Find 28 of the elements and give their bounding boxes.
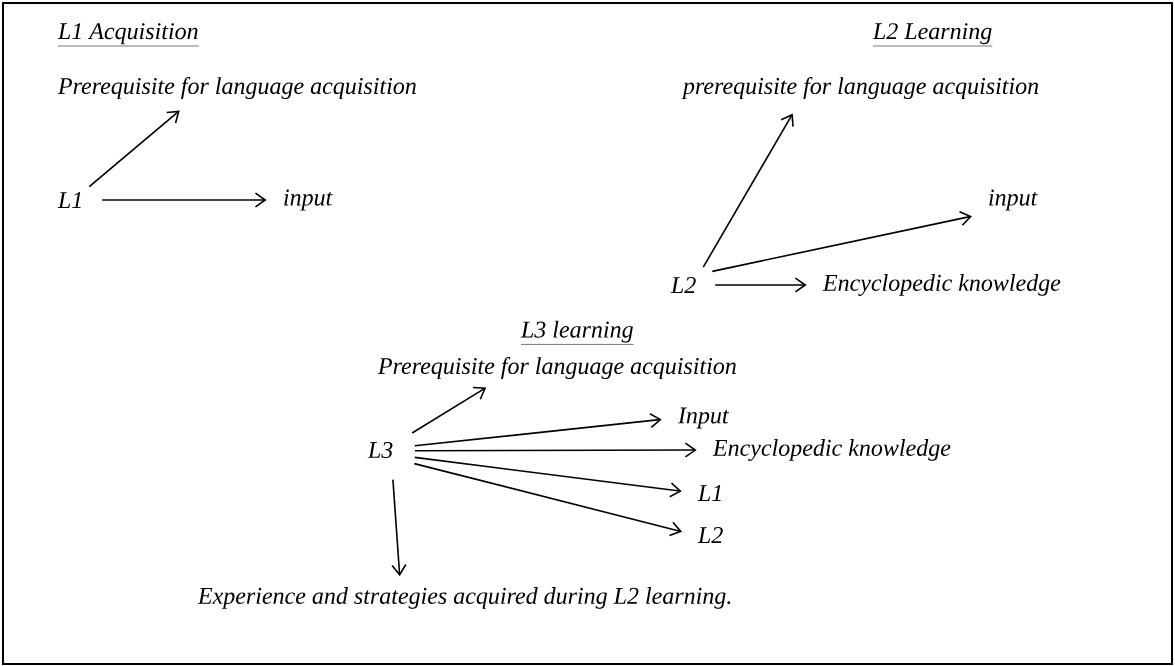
- node-text: input: [284, 189, 333, 211]
- node-text: Experience and strategies acquired during L2 learning.: [197, 587, 731, 609]
- arrow: [88, 110, 180, 188]
- arrow: [714, 277, 807, 293]
- node-text: Input: [677, 407, 730, 429]
- node-text: L2: [697, 527, 723, 543]
- arrow: [391, 478, 407, 577]
- heading: L1 Acquisition: [57, 23, 199, 47]
- arrow: [413, 456, 682, 498]
- node-text: L1: [57, 192, 81, 208]
- node-text: L3: [367, 441, 393, 459]
- arrow: [711, 211, 972, 273]
- node-text: L1: [697, 485, 721, 501]
- arrow: [702, 113, 794, 268]
- node-text: Encyclopedic knowledge: [712, 439, 951, 461]
- node-text: input: [989, 189, 1038, 211]
- node-text: Prerequisite for language acquisition: [57, 77, 416, 99]
- node-text: Prerequisite for language acquisition: [377, 357, 736, 379]
- arrow: [413, 462, 683, 537]
- node-text: Encyclopedic knowledge: [822, 274, 1061, 296]
- node-text: L2: [670, 277, 696, 293]
- node-text: prerequisite for language acquisition: [681, 77, 1039, 99]
- arrow: [411, 386, 487, 434]
- heading: L3 learning: [520, 320, 634, 345]
- arrow: [101, 192, 267, 208]
- arrow: [414, 442, 697, 458]
- heading: L2 Learning: [872, 23, 993, 47]
- arrow: [413, 412, 662, 447]
